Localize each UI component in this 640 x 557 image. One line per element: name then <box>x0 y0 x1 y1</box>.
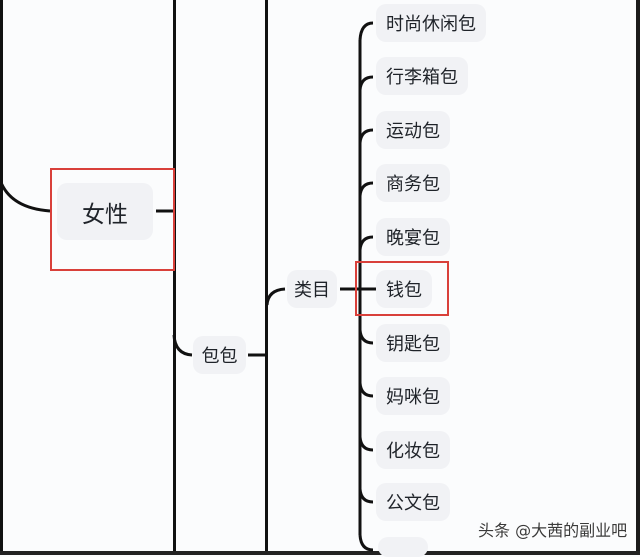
leaf-node-label: 钱包 <box>386 280 422 301</box>
leaf-node[interactable]: 运动包 <box>376 111 450 149</box>
root-node-label: 女性 <box>82 201 128 228</box>
left-edge-line <box>0 0 3 551</box>
sub-branch-node-category[interactable]: 类目 <box>287 270 337 308</box>
leaf-node-label: 化妆包 <box>386 441 440 462</box>
leaf-node-label: 运动包 <box>386 121 440 142</box>
root-highlight-box <box>50 168 175 271</box>
leaf-node[interactable]: 时尚休闲包 <box>376 4 486 42</box>
leaf-node[interactable]: 化妆包 <box>376 431 450 469</box>
root-node-female[interactable]: 女性 <box>57 183 153 240</box>
sub-branch-trunk-line <box>265 0 268 551</box>
wallet-highlight-box <box>355 261 449 316</box>
leaf-node-label: 钥匙包 <box>386 334 440 355</box>
watermark: 头条 @大茜的副业吧 <box>478 521 628 540</box>
bottom-edge-line <box>0 551 640 555</box>
leaf-node-label: 商务包 <box>386 174 440 195</box>
sub-branch-node-label: 类目 <box>294 280 330 301</box>
leaf-node-label: 公文包 <box>386 493 440 514</box>
leaf-node[interactable]: 商务包 <box>376 164 450 202</box>
branch-node-bags[interactable]: 包包 <box>193 336 246 374</box>
leaf-node-partial[interactable] <box>378 537 428 557</box>
leaf-node-label: 妈咪包 <box>386 387 440 408</box>
branch-trunk-line <box>173 0 176 551</box>
leaf-node-label: 行李箱包 <box>386 67 458 88</box>
leaf-node[interactable]: 妈咪包 <box>376 377 450 415</box>
leaf-node[interactable]: 钥匙包 <box>376 324 450 362</box>
leaf-node-wallet[interactable]: 钱包 <box>376 270 432 308</box>
leaf-node-label: 时尚休闲包 <box>386 14 476 35</box>
leaf-node-label: 晚宴包 <box>386 228 440 249</box>
branch-node-label: 包包 <box>201 346 238 367</box>
leaf-node[interactable]: 晚宴包 <box>376 218 450 256</box>
leaf-node[interactable]: 公文包 <box>376 483 450 521</box>
right-edge-line <box>636 0 640 555</box>
leaf-node[interactable]: 行李箱包 <box>376 57 468 95</box>
